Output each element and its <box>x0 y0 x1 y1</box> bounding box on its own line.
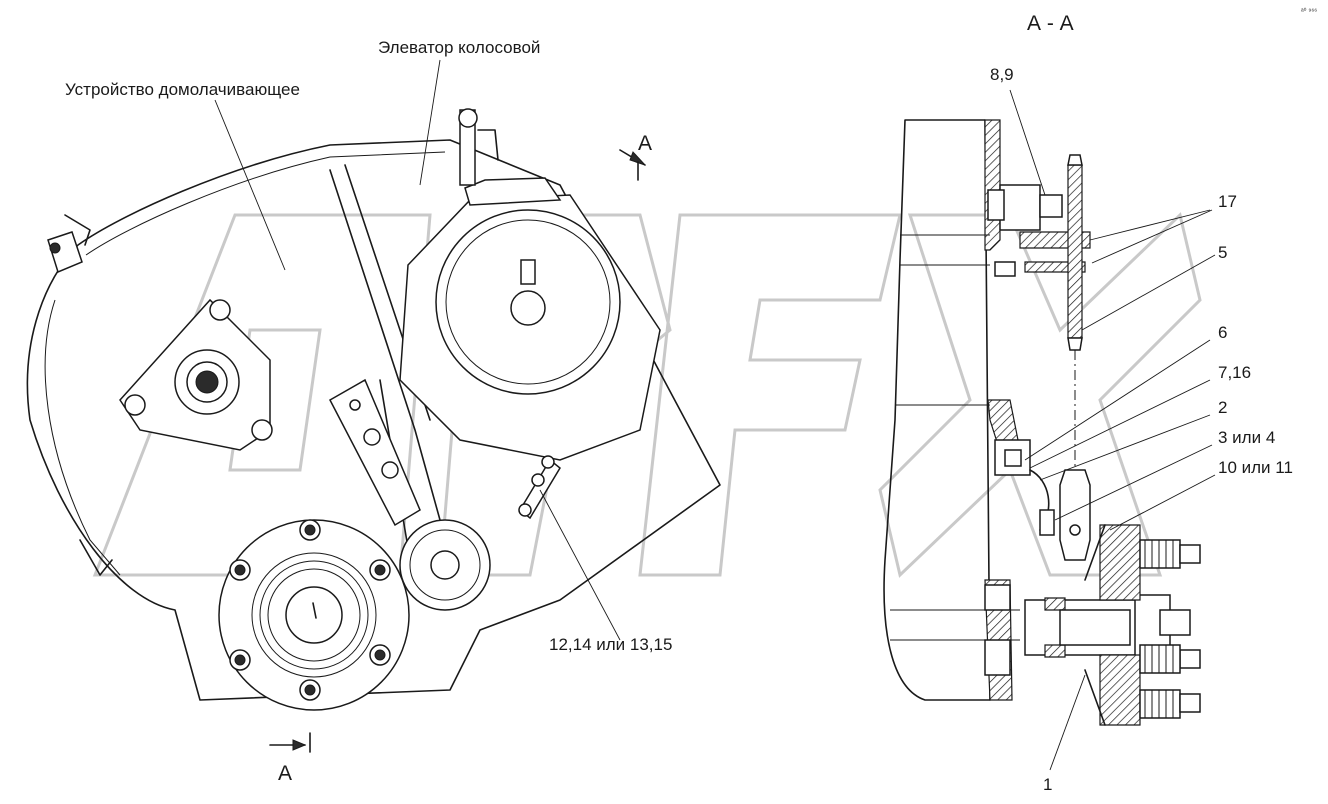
label-part-17: 17 <box>1218 192 1237 211</box>
bearing-flange-plate <box>119 298 273 451</box>
sprocket-part-5 <box>1067 154 1083 351</box>
label-part-3-4: 3 или 4 <box>1218 428 1275 447</box>
chain-link-part <box>518 455 561 520</box>
label-part-8-9: 8,9 <box>990 65 1014 84</box>
lower-sprocket-section <box>1059 469 1091 561</box>
label-part-2: 2 <box>1218 398 1227 417</box>
label-ear-elevator: Элеватор колосовой <box>378 38 540 57</box>
housing-contour <box>26 139 721 701</box>
lower-hub-assembly <box>984 524 1201 726</box>
corner-mark: ᵃ⁰ ⁹⁶⁶ <box>1301 7 1317 15</box>
left-bracket <box>47 214 91 274</box>
spring-set <box>1139 539 1201 719</box>
upper-pulley <box>399 108 661 461</box>
section-title: А - А <box>1027 12 1074 35</box>
section-view-aa <box>883 89 1216 771</box>
tensioner-strap <box>329 378 421 527</box>
label-threshing-device: Устройство домолачивающее <box>65 80 300 99</box>
label-part-10-11: 10 или 11 <box>1218 458 1293 477</box>
section-wall <box>883 119 991 701</box>
lower-bearing-flange <box>218 519 410 711</box>
label-section-arrow-top: А <box>638 132 652 155</box>
label-part-5: 5 <box>1218 243 1227 262</box>
idler-roller <box>399 519 491 611</box>
label-part-7-16: 7,16 <box>1218 363 1251 382</box>
label-parts-12-15: 12,14 или 13,15 <box>549 635 672 654</box>
middle-bolt-section <box>994 439 1055 536</box>
label-part-6: 6 <box>1218 323 1227 342</box>
label-part-1: 1 <box>1043 775 1052 794</box>
main-assembly-view <box>26 59 721 753</box>
label-section-arrow-bottom: А <box>278 762 292 785</box>
